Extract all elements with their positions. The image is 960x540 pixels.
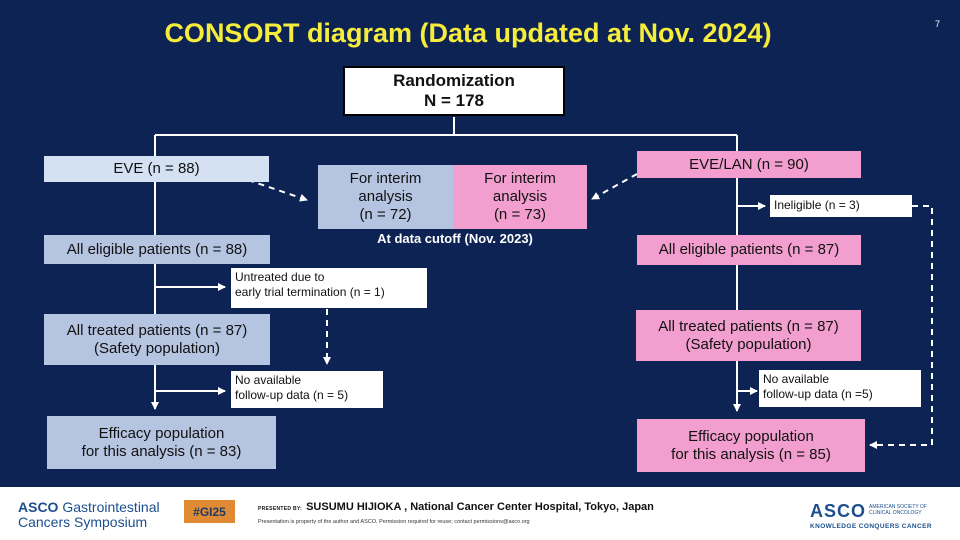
eve-treated-box: All treated patients (n = 87) (Safety po…	[44, 314, 270, 365]
lan-ineligible-label: Ineligible (n = 3)	[774, 198, 860, 212]
data-cutoff-label: At data cutoff (Nov. 2023)	[377, 231, 533, 246]
lan-efficacy-box: Efficacy population for this analysis (n…	[637, 419, 865, 472]
slide-title: CONSORT diagram (Data updated at Nov. 20…	[164, 18, 772, 48]
randomization-box: Randomization N = 178	[343, 66, 565, 116]
asco-logo-word: ASCO	[810, 501, 867, 521]
lan-arm-label: EVE/LAN (n = 90)	[689, 155, 809, 173]
presenter-name: SUSUMU HIJIOKA , National Cancer Center …	[306, 501, 654, 513]
lan-no-followup-box: No available follow-up data (n =5)	[759, 370, 921, 407]
lan-interim-box: For interim analysis (n = 73)	[453, 165, 587, 229]
lan-efficacy-line2: for this analysis (n = 85)	[671, 445, 831, 463]
hashtag-badge: #GI25	[184, 500, 235, 523]
randomization-count: N = 178	[423, 91, 484, 110]
disclaimer: Presentation is property of the author a…	[258, 519, 530, 525]
eve-treated-line1: All treated patients (n = 87)	[66, 321, 248, 339]
eve-no-followup-box: No available follow-up data (n = 5)	[231, 371, 383, 408]
symposium-line1: Gastrointestinal	[58, 499, 160, 515]
slide: CONSORT diagram (Data updated at Nov. 20…	[0, 0, 960, 487]
eve-eligible-box: All eligible patients (n = 88)	[44, 235, 270, 264]
eve-efficacy-line2: for this analysis (n = 83)	[81, 442, 242, 460]
eve-untreated-box: Untreated due to early trial termination…	[231, 268, 427, 308]
eve-efficacy-line1: Efficacy population	[98, 424, 225, 442]
lan-efficacy-line1: Efficacy population	[688, 427, 814, 445]
lan-no-followup-line1: No available	[763, 372, 830, 386]
eve-untreated-line1: Untreated due to	[235, 270, 325, 284]
eve-eligible-label: All eligible patients (n = 88)	[66, 240, 248, 258]
eve-efficacy-box: Efficacy population for this analysis (n…	[47, 416, 276, 469]
eve-no-followup-line2: follow-up data (n = 5)	[235, 388, 349, 402]
page-number: 7	[934, 19, 940, 29]
asco-logo-sub: AMERICAN SOCIETY OF CLINICAL ONCOLOGY	[869, 504, 927, 516]
symposium-brand: ASCO	[18, 499, 59, 515]
randomization-label: Randomization	[393, 71, 515, 90]
presenter-line: PRESENTED BY:SUSUMU HIJIOKA , National C…	[258, 501, 654, 513]
lan-eligible-label: All eligible patients (n = 87)	[658, 241, 840, 258]
lan-treated-line2: (Safety population)	[685, 335, 812, 353]
footer: ASCO Gastrointestinal Cancers Symposium …	[0, 487, 960, 540]
eve-interim-line3: (n = 72)	[359, 206, 412, 223]
dashed-connectors	[247, 173, 933, 449]
eve-untreated-line2: early trial termination (n = 1)	[235, 285, 385, 299]
symposium-logo: ASCO Gastrointestinal Cancers Symposium	[18, 500, 160, 530]
lan-no-followup-line2: follow-up data (n =5)	[763, 387, 873, 401]
eve-interim-box: For interim analysis (n = 72)	[318, 165, 453, 229]
lan-treated-line1: All treated patients (n = 87)	[658, 317, 839, 335]
symposium-line2: Cancers Symposium	[18, 514, 148, 530]
eve-arm-box: EVE (n = 88)	[44, 156, 269, 182]
connector-lines	[151, 117, 933, 449]
lan-interim-line3: (n = 73)	[493, 206, 547, 223]
solid-connectors	[151, 117, 766, 412]
lan-interim-line2: analysis	[492, 188, 548, 205]
eve-treated-line2: (Safety population)	[94, 339, 220, 357]
eve-interim-line2: analysis	[358, 188, 413, 205]
eve-no-followup-line1: No available	[235, 373, 302, 387]
lan-ineligible-box: Ineligible (n = 3)	[770, 195, 912, 217]
eve-arm-label: EVE (n = 88)	[113, 160, 200, 177]
asco-tagline: KNOWLEDGE CONQUERS CANCER	[810, 523, 932, 530]
lan-interim-line1: For interim	[484, 170, 556, 187]
eve-interim-line1: For interim	[349, 170, 422, 187]
presented-by-label: PRESENTED BY:	[258, 506, 303, 512]
lan-eligible-box: All eligible patients (n = 87)	[637, 235, 861, 265]
lan-treated-box: All treated patients (n = 87) (Safety po…	[636, 310, 861, 361]
lan-arm-box: EVE/LAN (n = 90)	[637, 151, 861, 178]
